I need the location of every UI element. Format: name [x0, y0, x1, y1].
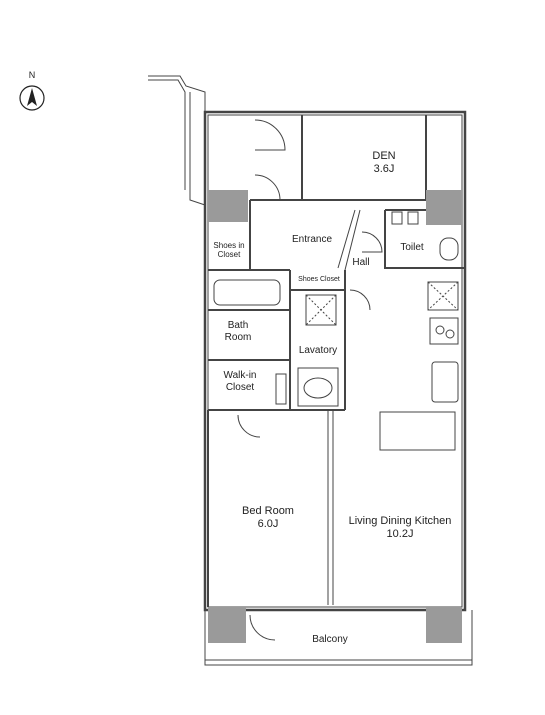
column-nw [208, 190, 248, 222]
toilet-bowl [439, 237, 459, 261]
balcony-outline [204, 610, 473, 666]
bath-walkin-walls [208, 309, 290, 361]
bedroom-walls [207, 409, 328, 607]
lavatory-door-swing [349, 289, 371, 311]
toilet-fixture-1 [391, 211, 403, 225]
entry-corridor-lines [148, 75, 206, 206]
outer-wall [203, 110, 467, 612]
bed-room-name: Bed Room [242, 505, 294, 517]
bathtub [213, 279, 281, 306]
toilet-label: Toilet [400, 242, 424, 253]
entrance-door-swing [254, 174, 281, 201]
bath-room-line2: Room [224, 331, 252, 343]
toilet-door-swing [361, 231, 383, 253]
den-label: DEN 3.6J [352, 150, 416, 175]
washer-pan-cross [305, 294, 337, 326]
compass: N [16, 70, 48, 116]
bath-room-label: Bath Room [214, 320, 262, 343]
entrance-label: Entrance [291, 234, 333, 245]
bath-room-line1: Bath [227, 320, 249, 331]
shoes-in-closet-label: Shoes in Closet [208, 241, 250, 259]
bed-living-sliding-door [327, 410, 334, 605]
kitchen-sink [431, 361, 459, 403]
bed-room-label: Bed Room 6.0J [230, 505, 306, 530]
bed-room-size: 6.0J [257, 517, 279, 530]
walk-in-closet-line1: Walk-in [223, 370, 257, 381]
walk-in-closet-label: Walk-in Closet [214, 370, 266, 393]
ventilation-unit [427, 281, 459, 311]
toilet-fixture-2 [407, 211, 419, 225]
balcony-door-swing [249, 614, 276, 641]
compass-circle [19, 85, 45, 111]
toilet-walls [384, 209, 465, 269]
vanity-counter [297, 367, 339, 407]
compass-rose [19, 85, 45, 111]
lavatory-label: Lavatory [298, 345, 338, 356]
cooktop [429, 317, 459, 345]
wash-basin [303, 377, 333, 399]
north-arrow-icon [27, 88, 37, 106]
ldk-size: 10.2J [386, 527, 414, 540]
core-partitions [208, 199, 302, 411]
kitchen-counter [379, 411, 456, 451]
den-name: DEN [372, 150, 396, 162]
ldk-name: Living Dining Kitchen [348, 515, 452, 527]
hall-label: Hall [352, 257, 370, 268]
den-size: 3.6J [373, 162, 395, 175]
shoes-in-closet-line2: Closet [217, 250, 241, 260]
walk-in-closet-line2: Closet [225, 381, 255, 393]
ventilation-cross [427, 281, 459, 311]
column-sw [208, 607, 246, 643]
shoes-in-closet-line1: Shoes in [213, 241, 245, 250]
burner-2 [445, 329, 455, 339]
compass-label: N [28, 70, 36, 80]
walkin-closet-hanger [275, 373, 287, 405]
ldk-label: Living Dining Kitchen 10.2J [338, 515, 462, 540]
balcony-label: Balcony [312, 634, 348, 645]
washer-pan [305, 294, 337, 326]
den-door-swing-top [254, 119, 286, 151]
column-ne [426, 190, 462, 225]
bedroom-door-swing [237, 414, 261, 438]
shoes-closet-label: Shoes Closet [298, 276, 340, 283]
burner-1 [435, 325, 445, 335]
hall-diagonal [337, 209, 361, 271]
column-se [426, 607, 462, 643]
